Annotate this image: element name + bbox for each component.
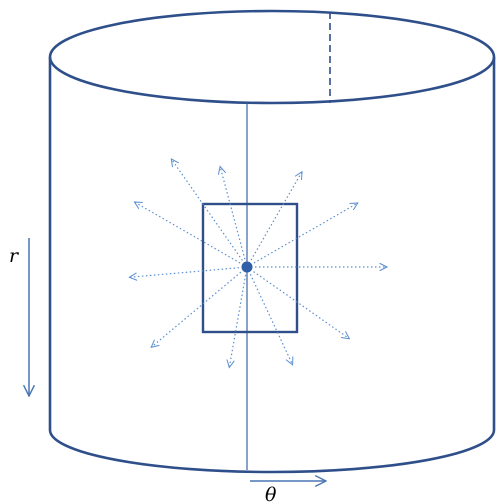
surface-element-rectangle: [201, 202, 299, 334]
radiating-arrow-10: [246, 266, 349, 339]
radiating-arrows: [129, 159, 387, 368]
radiating-arrow-9: [246, 266, 293, 365]
radiating-arrow-6: [129, 266, 248, 277]
radiating-arrow-5: [134, 202, 248, 268]
radiating-arrow-4: [171, 159, 248, 268]
center-point: [241, 261, 253, 273]
radiating-arrow-1: [246, 203, 358, 268]
cylinder: [48, 9, 496, 474]
theta-label: θ: [265, 484, 277, 504]
radiating-arrow-8: [229, 266, 248, 368]
r-label: r: [9, 245, 20, 267]
cylinder-top-ellipse: [48, 9, 496, 105]
radiating-arrow-3: [220, 167, 248, 268]
radiating-arrow-7: [151, 266, 248, 347]
radiating-arrow-2: [246, 172, 302, 268]
cylinder-bottom-arc: [48, 429, 496, 474]
